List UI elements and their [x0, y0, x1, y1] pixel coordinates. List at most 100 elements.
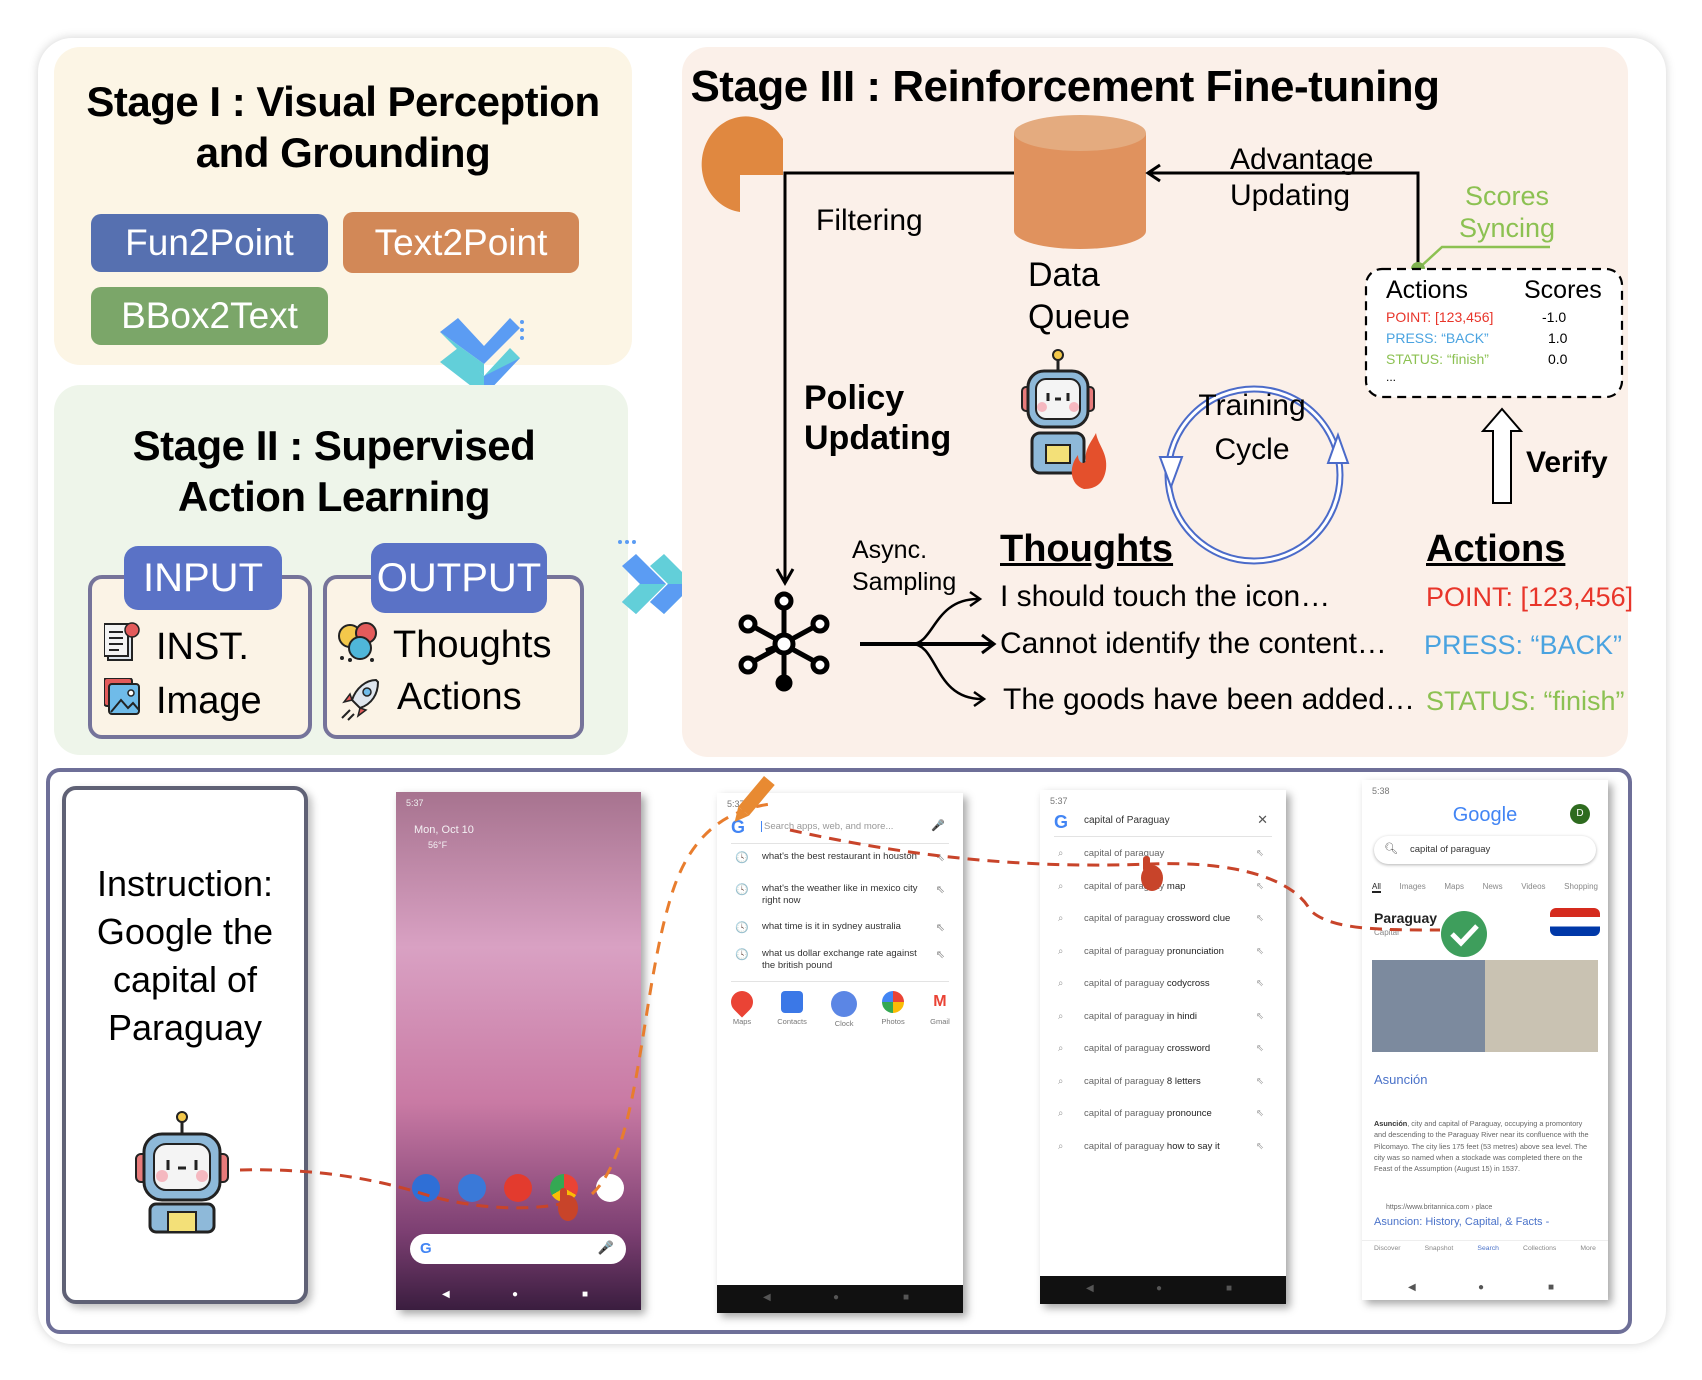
source-url[interactable]: https://www.britannica.com › place: [1386, 1204, 1493, 1211]
back-icon[interactable]: ◀: [1086, 1283, 1094, 1294]
arrow-icon: ⇖: [935, 949, 945, 961]
arrow-icon[interactable]: ⇖: [1256, 978, 1264, 989]
suggestion-suffix: 8 letters: [1164, 1075, 1201, 1087]
tag-fun2point: Fun2Point: [91, 214, 328, 272]
suggestion-prefix: capital of paraguay: [1084, 978, 1165, 989]
suggestion-prefix: capital of paraguay: [1084, 880, 1165, 892]
app-contacts[interactable]: Contacts: [777, 991, 807, 1028]
dock: [412, 1174, 624, 1202]
home-weather: 56°F: [428, 840, 448, 850]
city-images[interactable]: [1372, 960, 1598, 1052]
arrow-icon[interactable]: ⇖: [1256, 880, 1264, 892]
home-icon[interactable]: ●: [512, 1289, 519, 1300]
arrow-icon[interactable]: ⇖: [1256, 945, 1264, 957]
recents-icon[interactable]: ■: [903, 1292, 910, 1303]
history-icon: 🕓: [735, 922, 749, 934]
play-store-app-icon[interactable]: [596, 1174, 624, 1202]
action-3: STATUS: “finish”: [1426, 686, 1625, 716]
clock-icon: [831, 991, 858, 1017]
tab-images[interactable]: Images: [1399, 882, 1426, 891]
home-icon[interactable]: ●: [1156, 1283, 1163, 1294]
arrow-icon[interactable]: ⇖: [1256, 1043, 1264, 1054]
phone-app-icon[interactable]: [412, 1174, 440, 1202]
app-photos[interactable]: Photos: [881, 991, 905, 1028]
tab-shopping[interactable]: Shopping: [1564, 882, 1598, 891]
mic-icon[interactable]: 🎤: [597, 1240, 614, 1255]
suggestion-prefix: capital of paraguay: [1084, 1140, 1165, 1152]
result-title-link[interactable]: Asuncion: History, Capital, & Facts -: [1374, 1216, 1550, 1228]
app-row: Maps Contacts Clock Photos M Gmail: [726, 986, 951, 1028]
chevron-down-icon: [440, 318, 524, 396]
scores-syncing-line2: Syncing: [1459, 213, 1556, 243]
instruction-line: capital of: [112, 959, 258, 1000]
thought-2: Cannot identify the content…: [1000, 627, 1387, 660]
arrow-icon: ⇖: [935, 922, 945, 934]
clear-icon[interactable]: ✕: [1257, 812, 1268, 827]
divider: [731, 843, 949, 844]
recents-icon[interactable]: ■: [1548, 1282, 1555, 1293]
advantage-line2: Updating: [1230, 179, 1351, 212]
tab-maps[interactable]: Maps: [1444, 882, 1464, 891]
app-maps[interactable]: Maps: [726, 986, 758, 1028]
scores-syncing-line1: Scores: [1465, 181, 1550, 211]
app-label: Gmail: [930, 1017, 950, 1026]
arrow-icon[interactable]: ⇖: [1256, 913, 1264, 924]
home-icon[interactable]: ●: [833, 1292, 840, 1303]
avatar[interactable]: D: [1570, 804, 1590, 824]
app-gmail[interactable]: M Gmail: [929, 991, 951, 1028]
home-icon[interactable]: ●: [1478, 1282, 1485, 1293]
tag-text2point: Text2Point: [343, 212, 579, 273]
arrow-icon[interactable]: ⇖: [1256, 1075, 1264, 1087]
arrow-icon[interactable]: ⇖: [1256, 1108, 1264, 1119]
tab-news[interactable]: News: [1482, 882, 1503, 891]
gmail-icon: M: [933, 993, 947, 1010]
search-input[interactable]: Search apps, web, and more...: [761, 821, 893, 832]
search-input[interactable]: capital of Paraguay: [1084, 815, 1170, 826]
phone-screen-search: 5:37 G Search apps, web, and more... 🎤 🕓…: [717, 793, 963, 1313]
network-icon: [738, 591, 830, 692]
mic-icon[interactable]: 🎤: [931, 820, 945, 832]
snippet-text: , city and capital of Paraguay, occupyin…: [1374, 1119, 1589, 1174]
divider: [731, 981, 949, 982]
arrow-icon[interactable]: ⇖: [1256, 1010, 1264, 1022]
nav-snapshot[interactable]: Snapshot: [1424, 1245, 1454, 1252]
messages-app-icon[interactable]: [458, 1174, 486, 1202]
tab-videos[interactable]: Videos: [1521, 882, 1546, 891]
training-line2: Cycle: [1214, 433, 1290, 466]
home-search-bar[interactable]: G 🎤: [410, 1234, 626, 1264]
tab-all[interactable]: All: [1372, 882, 1381, 893]
answer-link[interactable]: Asunción: [1374, 1072, 1428, 1087]
app-label: Photos: [881, 1017, 905, 1026]
google-logo: Google: [1452, 804, 1518, 826]
result-tabs: All Images Maps News Videos Shopping: [1372, 882, 1598, 893]
suggestion-text: capital of paraguay: [1084, 848, 1164, 859]
recents-icon[interactable]: ■: [1226, 1283, 1233, 1294]
results-search-bar[interactable]: 🔍︎ capital of paraguay: [1374, 836, 1596, 864]
input-item-inst: INST.: [156, 626, 249, 668]
chrome-app-icon[interactable]: [550, 1174, 578, 1202]
suggestion-text: capital of paraguay pronunciation: [1084, 946, 1224, 957]
nav-more[interactable]: More: [1580, 1245, 1596, 1252]
nav-search[interactable]: Search: [1477, 1245, 1499, 1252]
suggestion-suffix: in hindi: [1164, 1010, 1198, 1022]
arrow-icon[interactable]: ⇖: [1256, 848, 1264, 859]
snippet-bold: Asunción: [1374, 1119, 1408, 1128]
back-icon[interactable]: ◀: [1408, 1282, 1416, 1293]
youtube-app-icon[interactable]: [504, 1174, 532, 1202]
suggestion-prefix: capital of paraguay: [1084, 945, 1165, 957]
action-2: PRESS: “BACK”: [1424, 630, 1623, 660]
nav-collections[interactable]: Collections: [1523, 1245, 1557, 1252]
back-icon[interactable]: ◀: [763, 1292, 771, 1303]
nav-discover[interactable]: Discover: [1374, 1245, 1401, 1252]
back-icon[interactable]: ◀: [442, 1289, 450, 1300]
suggestion-suffix: crossword clue: [1164, 913, 1231, 924]
arrow-icon[interactable]: ⇖: [1256, 1140, 1264, 1152]
google-g-icon: G: [420, 1240, 432, 1257]
recents-icon[interactable]: ■: [582, 1289, 589, 1300]
suggestion-text: capital of paraguay in hindi: [1084, 1011, 1197, 1022]
app-clock[interactable]: Clock: [831, 991, 858, 1028]
suggestion-text: capital of paraguay map: [1084, 881, 1185, 892]
google-g-icon: G: [1054, 812, 1069, 832]
async-sampling-label: Async. Sampling: [852, 534, 956, 598]
phone-screen-suggestions: 5:37 G capital of Paraguay ✕ ⌕capital of…: [1040, 790, 1286, 1304]
